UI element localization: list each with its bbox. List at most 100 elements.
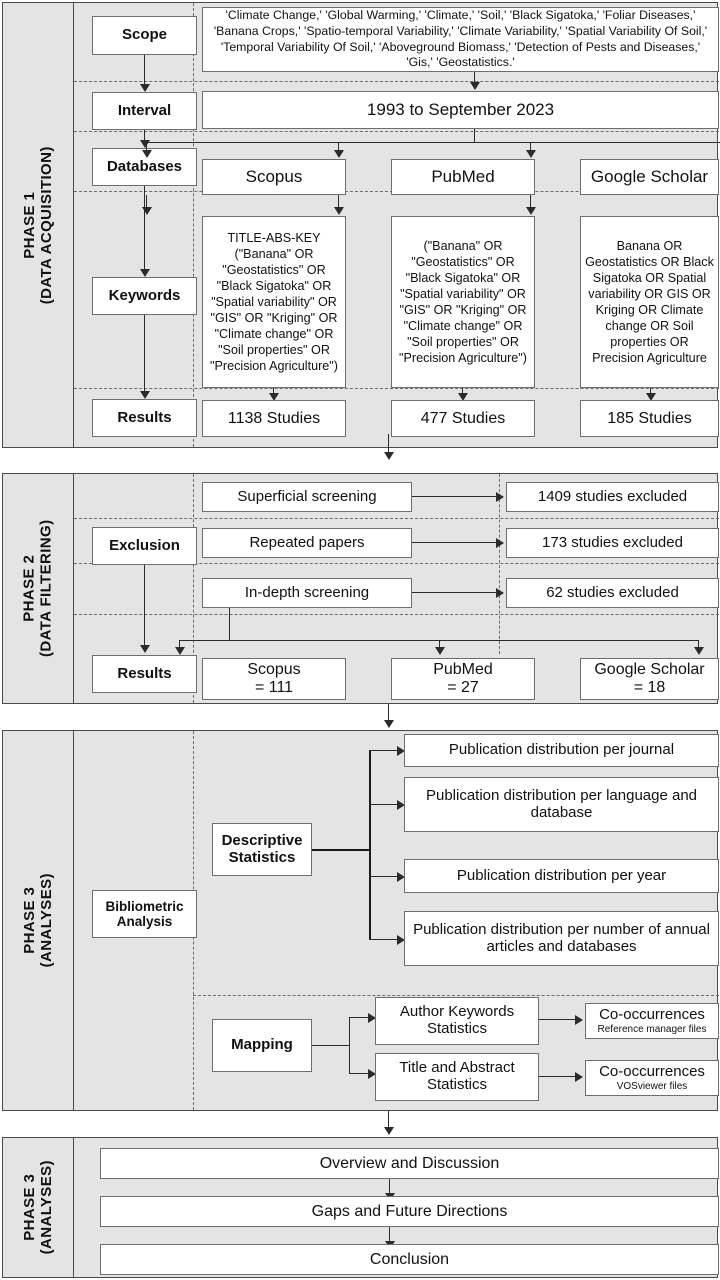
final-step-text-conclusion: Conclusion xyxy=(369,1250,450,1268)
screening-text-superficial: Superficial screening xyxy=(237,487,377,505)
phase2-result-box-scopus: Scopus = 111 xyxy=(202,658,346,700)
exclude-arrow-head-1 xyxy=(496,492,504,502)
phase3-row-sep xyxy=(193,995,719,996)
exclude-arrow-head-3 xyxy=(496,588,504,598)
mapping-stat-box-title-abstract: Title and Abstract Statistics xyxy=(375,1053,539,1101)
phase2-stage-results[interactable]: Results xyxy=(92,655,197,693)
database-box-scholar: Google Scholar xyxy=(580,159,719,195)
phase-3a-label-line2: (ANALYSES) xyxy=(38,873,56,968)
phase2-result-count-scopus: = 111 xyxy=(254,679,294,696)
phase2-stage-results-label: Results xyxy=(117,664,172,682)
descriptive-output-box-3: Publication distribution per year xyxy=(404,859,719,893)
descriptive-statistics-box[interactable]: Descriptive Statistics xyxy=(212,823,312,876)
cooccurrence-box-vosviewer: Co-occurrences VOSviewer files xyxy=(585,1060,719,1096)
mapping-stem xyxy=(312,1045,350,1047)
stage-exclusion[interactable]: Exclusion xyxy=(92,527,197,565)
arrow-head-keywords-results xyxy=(140,391,150,399)
phase2-result-count-pubmed: = 27 xyxy=(447,679,479,696)
db-to-kw-arrow-3 xyxy=(526,207,536,215)
stage-scope[interactable]: Scope xyxy=(92,16,197,55)
descriptive-branch-2 xyxy=(369,804,400,806)
results-box-scholar: 185 Studies xyxy=(580,400,719,437)
stage-results-label: Results xyxy=(117,408,172,426)
excluded-box-3: 62 studies excluded xyxy=(506,578,719,608)
descriptive-bus xyxy=(369,750,371,940)
database-label-pubmed: PubMed xyxy=(431,167,495,187)
keywords-text-pubmed: ("Banana" OR "Geostatistics" OR "Black S… xyxy=(399,238,527,366)
phase-2-body: Exclusion Results Superficial screening … xyxy=(74,474,719,703)
screening-text-repeated: Repeated papers xyxy=(249,533,365,551)
phase3a-to-phase3b-line xyxy=(388,1111,390,1131)
screening-box-indepth: In-depth screening xyxy=(202,578,412,608)
mapping-branch-1 xyxy=(349,1017,371,1019)
phase-2-label-line1: PHASE 2 xyxy=(20,555,38,623)
stage-scope-label: Scope xyxy=(121,26,167,44)
database-label-scopus: Scopus xyxy=(245,167,303,187)
exclude-arrow-line-3 xyxy=(412,592,498,594)
mapping-branch-arrow-1 xyxy=(368,1013,376,1023)
bibliometric-analysis-label: Bibliometric Analysis xyxy=(105,898,184,929)
mapping-box[interactable]: Mapping xyxy=(212,1019,312,1072)
phase2-result-db-pubmed: PubMed xyxy=(433,661,493,679)
bibliometric-analysis-box[interactable]: Bibliometric Analysis xyxy=(92,890,197,938)
stage-results[interactable]: Results xyxy=(92,399,197,437)
final-step-box-conclusion: Conclusion xyxy=(100,1244,719,1275)
screening-text-indepth: In-depth screening xyxy=(244,583,370,601)
stage-exclusion-label: Exclusion xyxy=(109,536,180,554)
excluded-box-2: 173 studies excluded xyxy=(506,528,719,558)
kw-to-res-arrow-1 xyxy=(269,393,279,401)
phase2-to-phase3-arrow xyxy=(384,720,394,728)
phase3a-to-phase3b-arrow xyxy=(384,1127,394,1135)
exclude-arrow-line-1 xyxy=(412,496,498,498)
phase2-result-db-scholar: Google Scholar xyxy=(594,661,705,679)
stage-databases-label: Databases xyxy=(106,157,183,175)
interval-branch-drop-1 xyxy=(146,142,148,152)
results-text-scholar: 185 Studies xyxy=(607,409,692,427)
descriptive-stem xyxy=(312,849,370,851)
excluded-text-2: 173 studies excluded xyxy=(542,533,683,551)
cooccurrence-arrow-head-1 xyxy=(575,1015,583,1025)
interval-branch-bus xyxy=(146,142,720,144)
descriptive-branch-1 xyxy=(369,750,400,752)
keywords-box-scholar: Banana OR Geostatistics OR Black Sigatok… xyxy=(580,216,719,388)
phase2-result-db-scopus: Scopus xyxy=(247,661,301,679)
phase2-column-divider-left xyxy=(193,474,194,703)
phase-3a-label: PHASE 3 (ANALYSES) xyxy=(3,731,74,1110)
keywords-box-scopus: TITLE-ABS-KEY ("Banana" OR "Geostatistic… xyxy=(202,216,346,388)
interval-branch-drop-2 xyxy=(338,142,340,152)
stage-keywords[interactable]: Keywords xyxy=(92,277,197,315)
results-text-scopus: 1138 Studies xyxy=(227,409,321,427)
cooccurrence-arrow-line-1 xyxy=(539,1019,577,1021)
keywords-box-pubmed: ("Banana" OR "Geostatistics" OR "Black S… xyxy=(391,216,535,388)
mapping-branch-2 xyxy=(349,1073,371,1075)
arrow-line-keywords-results xyxy=(144,315,146,393)
stage-databases[interactable]: Databases xyxy=(92,148,197,186)
stage-keywords-label: Keywords xyxy=(108,286,181,304)
kw-to-res-line-3 xyxy=(650,388,652,397)
descriptive-branch-3 xyxy=(369,876,400,878)
arrow-head-interval-databases xyxy=(140,140,150,148)
db-to-kw-line-3 xyxy=(530,195,532,209)
cooccurrence-sub-1: Reference manager files xyxy=(597,1024,707,1036)
final-step-box-gaps: Gaps and Future Directions xyxy=(100,1196,719,1227)
mapping-label: Mapping xyxy=(231,1036,293,1054)
interval-box: 1993 to September 2023 xyxy=(202,91,719,129)
phase1-row-sep-4 xyxy=(74,388,719,389)
cooccurrence-arrow-head-2 xyxy=(575,1072,583,1082)
results-box-scopus: 1138 Studies xyxy=(202,400,346,437)
arrow-head-scope-interval-content xyxy=(470,82,480,90)
stage-interval[interactable]: Interval xyxy=(92,92,197,130)
cooccurrence-sub-2: VOSviewer files xyxy=(616,1081,688,1093)
phase-1-label-line1: PHASE 1 xyxy=(20,191,38,259)
descriptive-output-box-4: Publication distribution per number of a… xyxy=(404,911,719,966)
phase-3b-label-line2: (ANALYSES) xyxy=(38,1160,56,1255)
mapping-branch-arrow-2 xyxy=(368,1069,376,1079)
mapping-stat-text-author-keywords: Author Keywords Statistics xyxy=(399,1003,515,1037)
excluded-text-1: 1409 studies excluded xyxy=(537,487,688,505)
phase-3a-label-line1: PHASE 3 xyxy=(20,887,38,955)
final-arrow-line-2 xyxy=(389,1227,391,1245)
descriptive-branch-arrow-4 xyxy=(397,935,405,945)
phase-1-panel: PHASE 1 (DATA ACQUISITION) Scope Interva… xyxy=(2,2,720,448)
descriptive-branch-arrow-2 xyxy=(397,800,405,810)
